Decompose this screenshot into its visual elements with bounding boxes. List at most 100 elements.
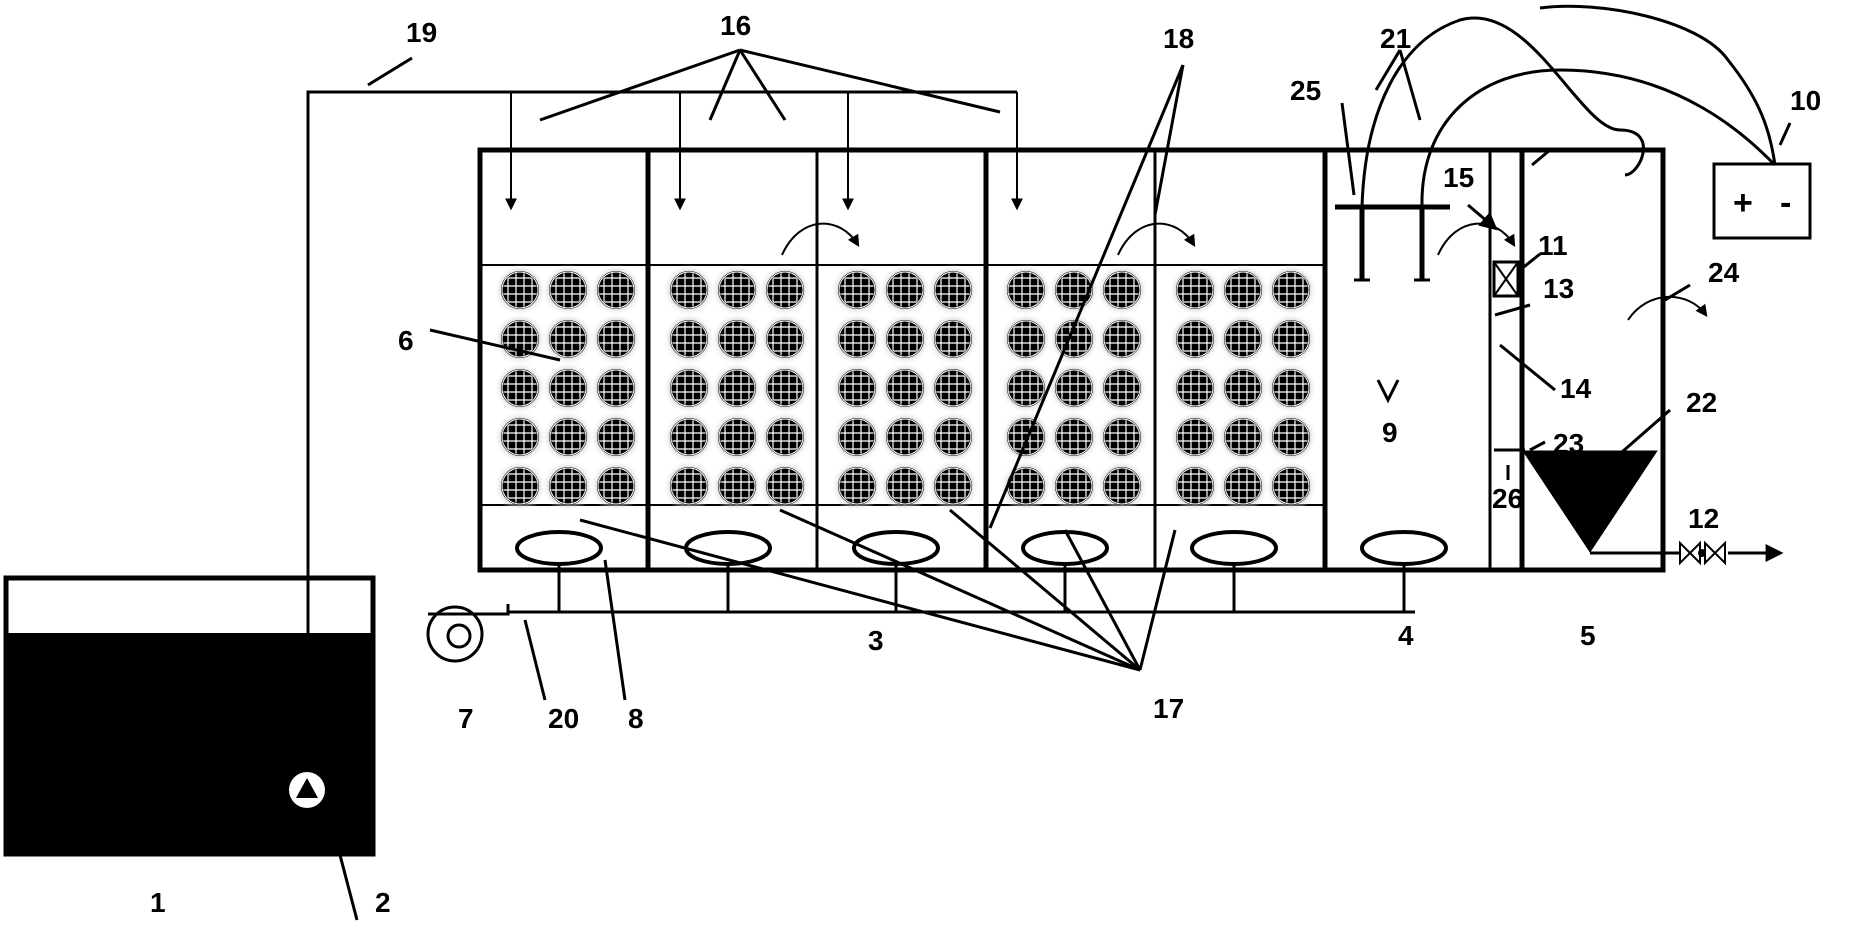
media-ball — [830, 459, 884, 513]
media-ball — [710, 263, 764, 317]
media-ball — [1216, 361, 1270, 415]
media-ball — [758, 459, 812, 513]
reactor-body — [477, 147, 1666, 573]
media-ball — [710, 459, 764, 513]
media-ball — [589, 263, 643, 317]
minus-terminal: - — [1780, 184, 1791, 222]
media-ball — [999, 410, 1053, 464]
media-ball — [1047, 410, 1101, 464]
media-ball — [1095, 361, 1149, 415]
label-10: 10 — [1790, 85, 1821, 116]
media-ball — [1047, 459, 1101, 513]
media-ball — [1095, 263, 1149, 317]
media-ball — [878, 312, 932, 366]
media-ball — [541, 459, 595, 513]
media-ball — [830, 312, 884, 366]
media-ball — [926, 361, 980, 415]
media-ball — [758, 312, 812, 366]
media-ball — [1168, 263, 1222, 317]
media-ball — [589, 361, 643, 415]
media-ball — [493, 263, 547, 317]
label-26: 26 — [1492, 483, 1523, 514]
submersible-pump — [289, 772, 325, 808]
media-ball — [1264, 459, 1318, 513]
media-ball — [830, 263, 884, 317]
electrode-assembly — [1335, 4, 1777, 282]
media-ball — [926, 410, 980, 464]
media-ball — [878, 459, 932, 513]
media-ball — [999, 361, 1053, 415]
label-2: 2 — [375, 887, 391, 918]
label-17: 17 — [1153, 693, 1184, 724]
label-18: 18 — [1163, 23, 1194, 54]
media-ball — [926, 263, 980, 317]
outlet-valve — [1679, 540, 1726, 566]
media-ball — [493, 312, 547, 366]
media-ball — [1168, 410, 1222, 464]
media-ball — [662, 312, 716, 366]
media-ball — [589, 459, 643, 513]
media-ball — [1264, 312, 1318, 366]
label-14: 14 — [1560, 373, 1592, 404]
media-ball — [1095, 410, 1149, 464]
label-23: 23 — [1553, 428, 1584, 459]
aerator-disc — [1190, 530, 1278, 566]
media-ball — [1095, 459, 1149, 513]
label-4: 4 — [1398, 620, 1414, 651]
label-22: 22 — [1686, 387, 1717, 418]
label-3: 3 — [868, 625, 884, 656]
aerator-disc — [515, 530, 603, 566]
media-ball — [662, 459, 716, 513]
media-ball — [830, 361, 884, 415]
media-ball — [1095, 312, 1149, 366]
media-ball — [999, 312, 1053, 366]
aerators — [515, 530, 1448, 612]
media-ball — [926, 459, 980, 513]
media-ball — [710, 361, 764, 415]
media-ball — [1264, 361, 1318, 415]
media-ball — [926, 312, 980, 366]
media-ball — [541, 263, 595, 317]
label-5: 5 — [1580, 620, 1596, 651]
dc-power-supply: + - — [1712, 162, 1812, 240]
media-ball — [589, 312, 643, 366]
media-ball — [1264, 410, 1318, 464]
label-12: 12 — [1688, 503, 1719, 534]
leader-lines — [429, 48, 1792, 701]
label-9: 9 — [1382, 417, 1398, 448]
aerator-disc — [1360, 530, 1448, 566]
media-ball — [493, 410, 547, 464]
media-ball — [493, 459, 547, 513]
media-ball — [1216, 263, 1270, 317]
label-7: 7 — [458, 703, 474, 734]
label-11: 11 — [1538, 230, 1568, 261]
suspended-media — [493, 263, 1318, 513]
media-ball — [662, 263, 716, 317]
media-ball — [878, 361, 932, 415]
media-ball — [1168, 312, 1222, 366]
label-19: 19 — [406, 17, 437, 48]
label-6: 6 — [398, 325, 414, 356]
media-ball — [1264, 263, 1318, 317]
label-21: 21 — [1380, 23, 1411, 54]
media-ball — [541, 410, 595, 464]
label-13: 13 — [1543, 273, 1574, 304]
media-ball — [710, 410, 764, 464]
media-ball — [662, 410, 716, 464]
air-blower — [426, 604, 510, 663]
label-15: 15 — [1443, 162, 1474, 193]
media-ball — [1216, 459, 1270, 513]
media-ball — [541, 361, 595, 415]
media-ball — [1047, 263, 1101, 317]
media-ball — [878, 410, 932, 464]
sedimentation-zone — [1492, 260, 1784, 566]
media-ball — [1168, 459, 1222, 513]
label-1: 1 — [150, 887, 166, 918]
label-20: 20 — [548, 703, 579, 734]
media-ball — [493, 361, 547, 415]
aerator-disc — [1021, 530, 1109, 566]
media-ball — [999, 263, 1053, 317]
media-ball — [662, 361, 716, 415]
raw-water-tank — [3, 575, 376, 921]
label-16: 16 — [720, 10, 751, 41]
